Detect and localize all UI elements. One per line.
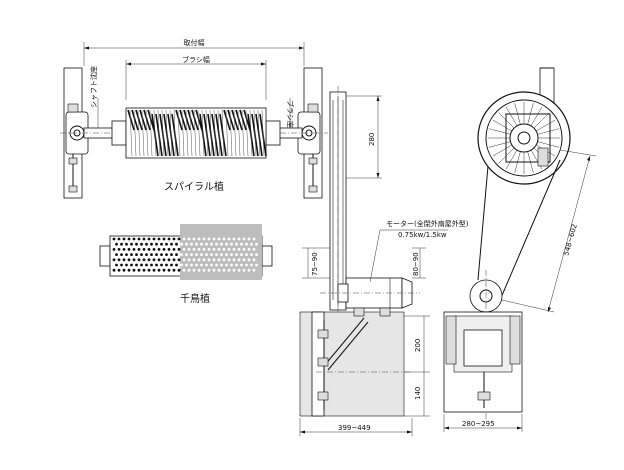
brush-seat-label: ブラシ座 — [286, 100, 295, 128]
side-view-drive — [299, 86, 448, 436]
dim-399-449: 399~449 — [338, 424, 371, 432]
staggered-brush-view — [99, 224, 273, 280]
dim-280: 280 — [368, 133, 376, 146]
pulley-side-view — [443, 67, 597, 432]
dim-280-295: 280~295 — [462, 420, 495, 428]
spiral-bristles — [127, 109, 267, 157]
mount-width-label: 取付幅 — [184, 38, 205, 47]
brush-width-label: ブラシ幅 — [182, 55, 210, 64]
motor-spec: 0.75kw/1.5kw — [398, 231, 447, 239]
staggered-bristles — [112, 237, 258, 272]
dim-200: 200 — [414, 339, 422, 352]
dim-140: 140 — [414, 387, 422, 400]
motor-title: モーター(全閉外扇屋外型) — [386, 219, 469, 228]
spiral-caption: スパイラル植 — [164, 180, 224, 193]
staggered-caption: 千鳥植 — [180, 292, 210, 305]
dim-548-602: 548~602 — [562, 223, 579, 257]
shaft-sink-label: シャフト沈座 — [89, 66, 98, 108]
dim-75-90: 75~90 — [311, 252, 319, 276]
dim-80-90: 80~90 — [412, 252, 420, 276]
spiral-brush-front-view — [60, 42, 328, 199]
